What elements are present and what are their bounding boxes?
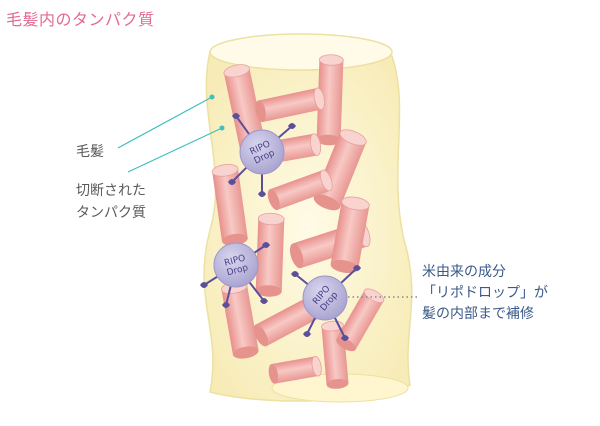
- ripo-drop: RIPODrop: [200, 242, 270, 308]
- protein-cylinder: [255, 212, 285, 297]
- hair-leader-line: [117, 96, 213, 149]
- protein-group: [211, 54, 385, 389]
- protein-cylinder: [211, 163, 248, 246]
- protein-cylinder: [330, 196, 370, 274]
- ripo-drop: RIPODrop: [228, 113, 296, 197]
- cut-protein-label: 切断された タンパク質: [76, 180, 146, 224]
- cut-protein-line1: 切断された: [76, 183, 146, 199]
- protein-cylinder: [255, 87, 326, 123]
- hair-label: 毛髪: [76, 141, 104, 163]
- ingredient-line3: 髪の内部まで補修: [422, 306, 534, 322]
- leader-lines: [117, 94, 418, 298]
- ripo-drop: RIPODrop: [291, 265, 361, 341]
- protein-leader-line: [127, 127, 223, 173]
- protein-cylinder: [336, 288, 385, 352]
- protein-leader-dot: [219, 125, 225, 131]
- hair-top-cap: [209, 33, 393, 71]
- hair-leader-dot: [209, 94, 215, 100]
- ingredient-line1: 米由来の成分: [422, 264, 506, 280]
- ingredient-line2: 「リポドロップ」が: [422, 285, 548, 301]
- protein-cylinder: [268, 355, 322, 384]
- ingredient-label: 米由来の成分 「リポドロップ」が 髪の内部まで補修: [422, 262, 548, 325]
- protein-cylinder: [267, 169, 333, 211]
- protein-cylinder: [316, 54, 344, 146]
- cut-protein-line2: タンパク質: [76, 205, 146, 221]
- hair-label-text: 毛髪: [76, 144, 104, 160]
- diagram-title: 毛髪内のタンパク質: [6, 10, 155, 29]
